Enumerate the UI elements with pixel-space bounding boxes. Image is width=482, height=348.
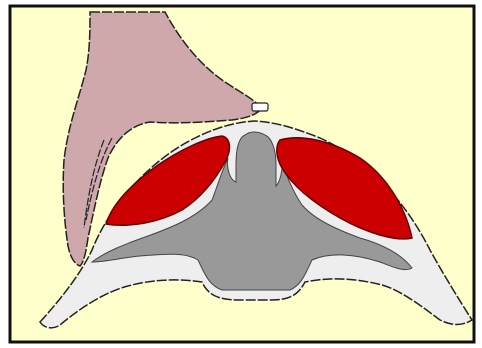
fingertip-marker: [252, 103, 268, 111]
